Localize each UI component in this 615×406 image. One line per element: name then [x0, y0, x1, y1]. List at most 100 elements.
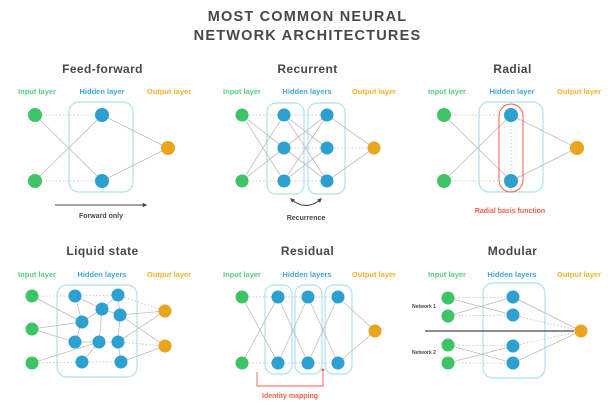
output-layer-label: Output layer: [351, 87, 397, 96]
network-2-label: Network 2: [412, 350, 436, 356]
hidden-node: [95, 108, 109, 122]
layer-labels: Input layer Hidden layers Output layer: [205, 87, 410, 97]
input-node: [437, 108, 451, 122]
input-node: [25, 356, 39, 370]
connection-line: [31, 341, 100, 364]
connection-line: [117, 310, 166, 343]
connection-line: [443, 114, 512, 182]
layer-box: [264, 284, 293, 375]
panel-recurrent: Recurrent Input layer Hidden layers Outp…: [205, 55, 410, 225]
hidden-node: [95, 174, 109, 188]
connection-line: [241, 296, 279, 364]
connection-line: [31, 328, 76, 343]
hidden-node: [92, 335, 106, 349]
hidden-node: [320, 141, 334, 155]
hidden-node: [277, 108, 291, 122]
input-layer-label: Input layer: [223, 87, 261, 96]
hidden-node: [111, 335, 125, 349]
hidden-node: [504, 174, 518, 188]
input-node: [25, 322, 39, 336]
hidden-node: [504, 108, 518, 122]
output-layer-label: Output layer: [146, 87, 192, 96]
connection-line: [34, 114, 103, 182]
input-node: [441, 291, 455, 305]
recurrence-arrow: [290, 198, 322, 207]
connection-line: [447, 296, 514, 299]
connection-line: [119, 314, 166, 347]
connection-line: [117, 341, 166, 347]
panel-residual: Residual Input layer Hidden layers Outpu…: [205, 225, 410, 406]
hidden-layer-label: Hidden layers: [282, 87, 332, 96]
hidden-node: [320, 108, 334, 122]
input-layer-label: Input layer: [428, 270, 466, 279]
hidden-node: [271, 356, 285, 370]
title-line-2: NETWORK ARCHITECTURES: [193, 27, 422, 44]
connection-line: [307, 296, 339, 364]
layer-box: [56, 284, 138, 378]
hidden-node: [506, 339, 520, 353]
connection-line: [326, 114, 375, 149]
layer-labels: Input layer Hidden layer Output layer: [0, 87, 205, 97]
identity-mapping-bracket: [256, 372, 324, 387]
connection-line: [512, 330, 582, 364]
title-line-1: MOST COMMON NEURAL: [207, 9, 408, 25]
connection-line: [512, 296, 582, 332]
modular-diagram: Network 1 Network 2: [412, 282, 588, 379]
output-layer-label: Output layer: [556, 87, 602, 96]
layer-labels: Input layer Hidden layers Output layer: [410, 270, 615, 280]
connection-line: [283, 114, 328, 182]
hidden-node: [331, 290, 345, 304]
page-title: MOST COMMON NEURAL NETWORK ARCHITECTURES: [0, 8, 615, 46]
hidden-node: [506, 356, 520, 370]
input-node: [235, 174, 249, 188]
hidden-node: [271, 290, 285, 304]
hidden-node: [75, 355, 89, 369]
connection-line: [447, 344, 514, 347]
connection-line: [117, 294, 166, 312]
input-node: [235, 356, 249, 370]
connection-line: [447, 314, 514, 317]
input-layer-label: Input layer: [18, 270, 56, 279]
output-layer-label: Output layer: [351, 270, 397, 279]
hidden-node: [277, 141, 291, 155]
connection-line: [120, 345, 166, 363]
hidden-node: [111, 288, 125, 302]
panel-heading-radial: Radial: [493, 62, 532, 76]
identity-mapping-dot: [321, 368, 325, 372]
connection-line: [447, 344, 514, 364]
hidden-layer-label: Hidden layers: [282, 270, 332, 279]
output-node: [570, 141, 584, 155]
connection-line: [241, 114, 285, 182]
recurrence-label: Recurrence: [287, 215, 326, 222]
layer-box: [324, 284, 353, 375]
recurrent-diagram: Recurrence: [235, 102, 381, 222]
connection-line: [337, 296, 376, 332]
input-layer-label: Input layer: [428, 87, 466, 96]
output-node: [161, 141, 175, 155]
identity-mapping-label: Identity mapping: [262, 393, 318, 400]
panel-heading-liquid-state: Liquid state: [66, 244, 139, 258]
output-layer-label: Output layer: [556, 270, 602, 279]
hidden-layer-label: Hidden layers: [77, 270, 127, 279]
radial-basis-label: Radial basis function: [475, 208, 545, 215]
panel-liquid-state: Liquid state Input layer Hidden layers O…: [0, 225, 205, 406]
output-node: [367, 141, 381, 155]
input-node: [441, 356, 455, 370]
output-layer-label: Output layer: [146, 270, 192, 279]
hidden-layer-label: Hidden layer: [79, 87, 125, 96]
output-node: [158, 304, 172, 318]
panel-radial: Radial Input layer Hidden layer Output l…: [410, 55, 615, 225]
connection-line: [119, 310, 166, 316]
connection-line: [512, 314, 582, 332]
forward-only-label: Forward only: [79, 213, 123, 220]
liquid-state-diagram: [25, 284, 172, 378]
panel-heading-residual: Residual: [280, 244, 335, 258]
connection-line: [277, 296, 309, 364]
residual-diagram: Identity mapping: [235, 284, 382, 400]
output-node: [368, 324, 382, 338]
connection-line: [74, 294, 119, 297]
input-node: [28, 174, 42, 188]
hidden-layer-label: Hidden layers: [487, 270, 537, 279]
hidden-node: [114, 355, 128, 369]
network-1-label: Network 1: [412, 304, 436, 310]
